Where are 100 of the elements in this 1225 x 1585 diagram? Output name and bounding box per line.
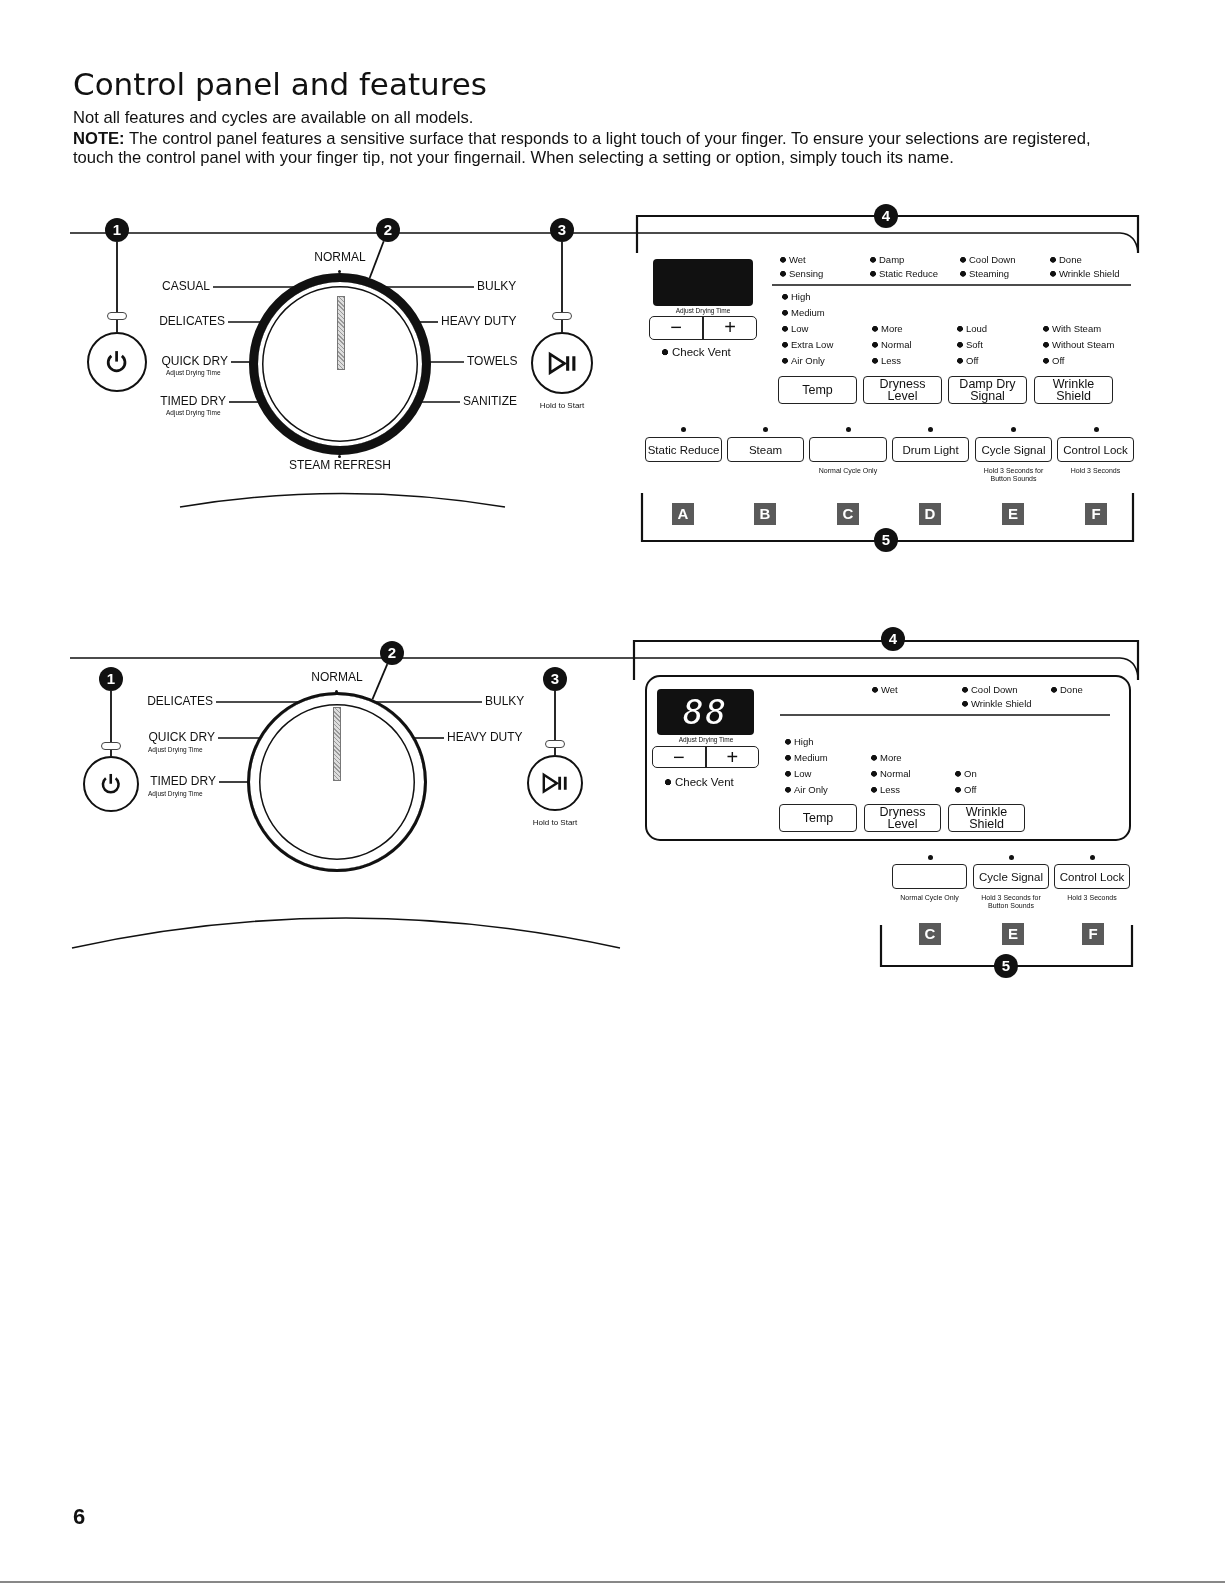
indicator-label: Off [955,784,977,796]
indicator-label: More [872,323,903,335]
callout-number: 4 [874,204,898,228]
cycle-label: QUICK DRY [148,731,215,745]
decrease-key: − [650,317,702,339]
decrease-key: − [653,747,705,767]
increase-key: + [702,317,756,339]
increase-key: + [704,747,758,767]
cycle-label: TIMED DRY [150,775,216,789]
body-text: Not all features and cycles are available on all models. [73,108,475,127]
cycle-label: BULKY [485,695,525,709]
letter-tag: A [672,503,694,525]
leader-line [116,241,118,333]
cycle-label: NORMAL [314,251,366,265]
display-screen: 88 [657,689,754,735]
indicator-label: More [871,752,902,764]
indicator-label: Done [1051,684,1083,696]
cycle-label: DELICATES [159,315,225,329]
cycle-label: CASUAL [161,280,210,294]
indicator-label: Normal [871,768,911,780]
letter-tag: C [919,923,941,945]
indicator-label: Wrinkle Shield [962,698,1032,710]
touch-button [892,864,967,889]
cycle-label: STEAM REFRESH [289,459,391,473]
indicator-label: Done [1050,254,1082,266]
leader-line [110,690,112,757]
cycle-label: HEAVY DUTY [447,731,523,745]
indicator-label: Soft [957,339,983,351]
cycle-label: DELICATES [147,695,213,709]
indicator-label: Wet [780,254,806,266]
callout-number: 4 [881,627,905,651]
callout-number: 2 [380,641,404,665]
body-text: NOTE: The control panel features a sensitive surface that responds to a light touch of your finger. To ensure your selections are registered, touch the control panel with your finger tip, not your fingernail. When selecting a setting or option, simply touch its name. [73,129,1092,167]
touch-button: Static Reduce [645,437,722,462]
touch-button: Wrinkle Shield [948,804,1025,832]
indicator-label: Low [782,323,809,335]
touch-button: Dryness Level [863,376,942,404]
indicator-label: Loud [957,323,988,335]
letter-tag: F [1082,923,1104,945]
callout-number: 5 [994,954,1018,978]
cycle-label: QUICK DRY [161,355,228,369]
touch-button: Temp [779,804,857,832]
indicator-label: Wrinkle Shield [1050,268,1120,280]
time-adjust-control [649,316,757,340]
indicator-label: Without Steam [1043,339,1115,351]
touch-button: Control Lock [1057,437,1134,462]
indicator-label: Static Reduce [870,268,939,280]
indicator-label: Off [957,355,979,367]
indicator-label: Less [872,355,902,367]
indicator-label: Cool Down [960,254,1016,266]
leader-line [371,663,389,701]
cycle-label: HEAVY DUTY [441,315,517,329]
letter-tag: D [919,503,941,525]
letter-tag: B [754,503,776,525]
cycle-label: BULKY [477,280,517,294]
indicator-label: Check Vent [665,775,734,789]
page-title: Control panel and features [73,66,488,102]
display-screen [653,259,753,306]
touch-button: Wrinkle Shield [1034,376,1113,404]
touch-button: Cycle Signal [975,437,1052,462]
indicator-label: Sensing [780,268,824,280]
page-number: 6 [73,1504,86,1530]
callout-number: 3 [550,218,574,242]
indicator-label: Medium [785,752,828,764]
indicator-label: Less [871,784,901,796]
indicator-label: Cool Down [962,684,1018,696]
time-adjust-control [652,746,759,768]
indicator-label: Extra Low [782,339,834,351]
indicator-label: Low [785,768,812,780]
indicator-label: With Steam [1043,323,1102,335]
letter-tag: E [1002,923,1024,945]
indicator-label: Wet [872,684,898,696]
indicator-label: High [782,291,811,303]
indicator-label: Normal [872,339,912,351]
callout-number: 1 [105,218,129,242]
callout-number: 5 [874,528,898,552]
touch-button: Damp Dry Signal [948,376,1027,404]
start-pause-button [527,755,583,811]
letter-tag: F [1085,503,1107,525]
indicator-label: Check Vent [662,345,731,359]
cycle-label: NORMAL [311,671,363,685]
touch-button: Control Lock [1054,864,1130,889]
cycle-label: SANITIZE [463,395,517,409]
power-button [83,756,139,812]
touch-button [809,437,887,462]
indicator-label: Off [1043,355,1065,367]
indicator-label: Steaming [960,268,1010,280]
leader-line [561,241,563,333]
power-button [87,332,147,392]
touch-button: Steam [727,437,804,462]
callout-number: 3 [543,667,567,691]
indicator-label: On [955,768,977,780]
indicator-label: Air Only [785,784,828,796]
indicator-label: Damp [870,254,905,266]
callout-number: 1 [99,667,123,691]
indicator-label: Air Only [782,355,825,367]
letter-tag: E [1002,503,1024,525]
touch-button: Drum Light [892,437,969,462]
caption-text: Hold to Start [538,402,586,410]
touch-button: Dryness Level [864,804,941,832]
